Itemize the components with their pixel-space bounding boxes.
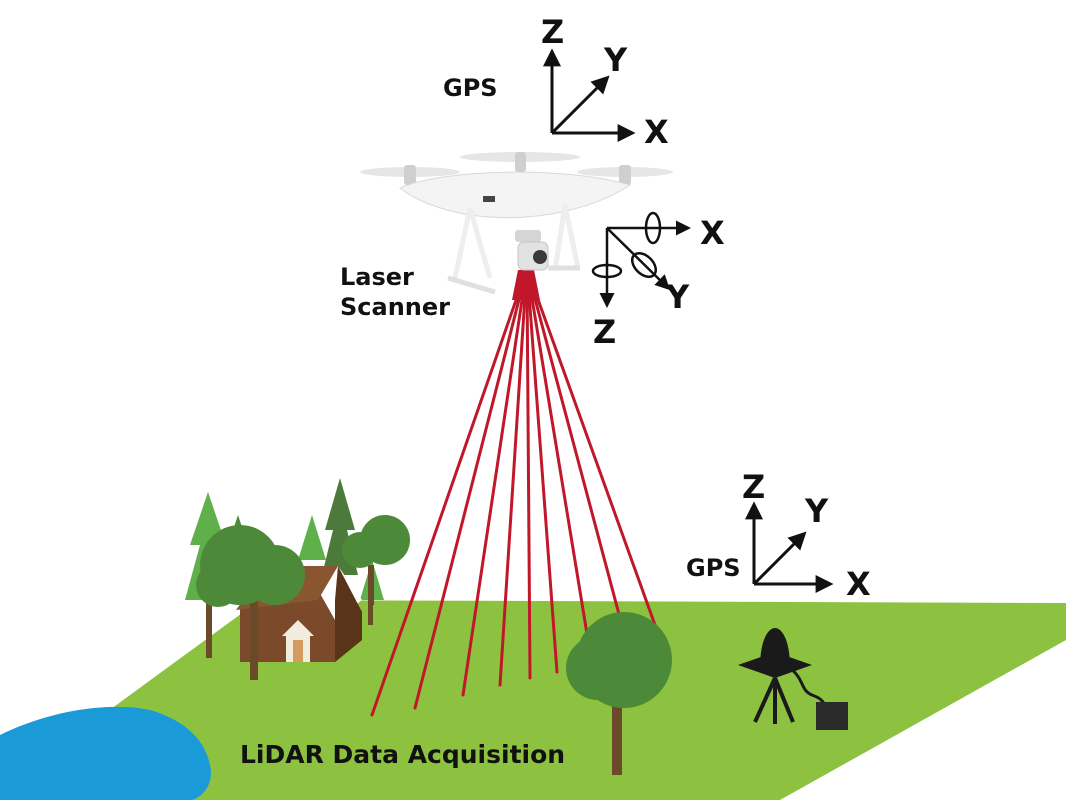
gps-axes-ground xyxy=(745,501,834,593)
axis-label-y: Y xyxy=(665,278,690,316)
axis-label-z: Z xyxy=(593,313,616,351)
axis-label-x: X xyxy=(700,214,725,252)
tree-icon xyxy=(342,515,410,605)
gps-label-ground: GPS xyxy=(686,554,741,582)
laser-beam-origin xyxy=(512,270,540,300)
gps-axes-top xyxy=(543,48,636,142)
axis-label-y: Y xyxy=(603,41,628,79)
axis-label-x: X xyxy=(644,113,669,151)
pine-tree xyxy=(298,515,326,560)
gps-base-station-icon xyxy=(738,628,848,730)
diagram-caption: LiDAR Data Acquisition xyxy=(240,740,565,769)
axis-label-z: Z xyxy=(541,13,564,51)
axis-label-z: Z xyxy=(742,468,765,506)
water-lake xyxy=(0,706,211,800)
laser-beams xyxy=(370,278,657,717)
imu-axes xyxy=(591,211,691,308)
axis-label-x: X xyxy=(846,565,871,603)
tree-icon xyxy=(566,612,672,775)
axis-label-y: Y xyxy=(804,492,829,530)
tree-icon xyxy=(196,525,305,680)
laser-label-line2: Scanner xyxy=(340,293,450,321)
drone-icon xyxy=(360,152,673,295)
gps-label-top: GPS xyxy=(443,74,498,102)
laser-label-line1: Laser xyxy=(340,263,414,291)
